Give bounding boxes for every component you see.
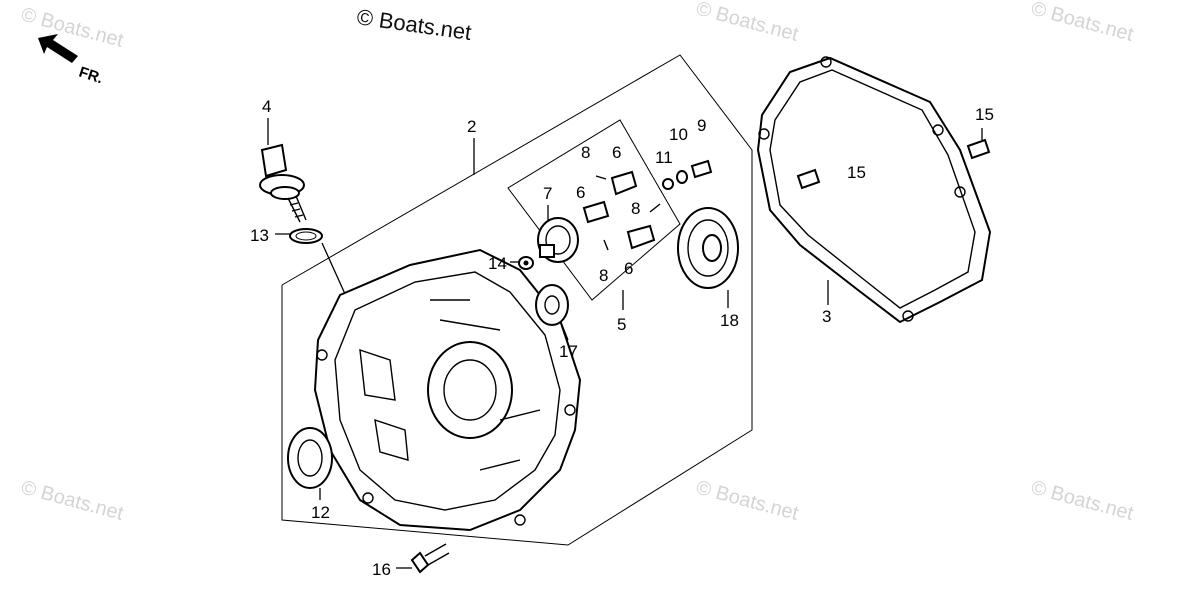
callout-number: 11 [655,148,673,167]
flange-bolt-part [410,543,450,574]
governor-gear-part [537,217,579,263]
callout-number: 4 [262,97,271,116]
o-ring-part [289,228,323,244]
callout-number: 15 [975,105,994,124]
assembly-outline-2 [281,54,753,546]
gasket-part [756,56,992,324]
callout-number: 10 [669,125,688,144]
callout-labels: 2 3 4 5 6 6 6 7 8 8 8 9 10 11 12 13 14 1… [250,97,994,579]
callout-number: 16 [372,560,391,579]
callout-number: 17 [559,342,578,361]
callout-number: 9 [697,116,706,135]
washer-14-part [518,256,534,270]
callout-number: 6 [624,259,633,278]
watermark-tile: © Boats.net [1029,0,1136,46]
small-hardware-part [662,159,713,190]
callout-number: 13 [250,226,269,245]
front-label: FR. [77,64,105,88]
assembly-outline-5 [507,119,681,301]
callout-number: 8 [581,143,590,162]
watermark-tile: © Boats.net [19,477,126,525]
callout-number: 12 [311,503,330,522]
front-arrow-icon [38,34,78,63]
callout-number: 8 [599,266,608,285]
dowel-pin-part [796,138,991,190]
callout-number: 8 [631,199,640,218]
callout-number: 15 [847,163,866,182]
watermark-tile: © Boats.net [694,477,801,525]
callout-number: 6 [612,143,621,162]
callout-number: 5 [617,315,626,334]
governor-weights-part [582,170,661,251]
side-cover-part [313,248,582,532]
callout-number: 7 [543,184,552,203]
watermark-main: © Boats.net [355,4,473,45]
callout-number: 14 [488,254,507,273]
callout-number: 18 [720,311,739,330]
oil-seal-part [287,427,333,489]
watermark-tile: © Boats.net [1029,477,1136,525]
callout-number: 3 [822,307,831,326]
watermark-tile: © Boats.net [694,0,801,46]
callout-number: 2 [467,117,476,136]
bearing-17-part [535,284,569,326]
callout-number: 6 [576,183,585,202]
bearing-18-part [677,207,739,289]
oil-dipstick-part [259,143,307,223]
front-direction-indicator: FR. [38,34,105,87]
watermark-tile: © Boats.net [19,4,126,52]
